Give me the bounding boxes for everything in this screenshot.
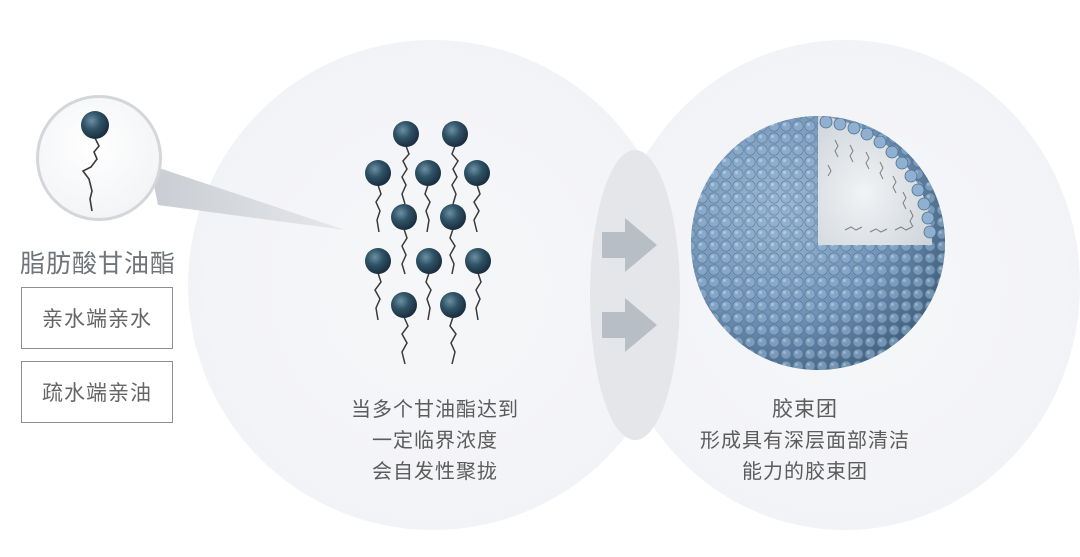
hydrophobic-end-label: 疏水端亲油 [21,361,173,423]
micelle-title: 胶束团 [772,397,838,421]
aggregation-caption-line-3: 会自发性聚拢 [372,459,498,483]
aggregation-caption-line-1: 当多个甘油酯达到 [351,397,519,421]
hydrophilic-end-label: 亲水端亲水 [21,287,173,349]
lipid-title: 脂肪酸甘油酯 [20,249,177,278]
hydrophobic-end-text: 疏水端亲油 [42,381,152,405]
aggregation-caption: 当多个甘油酯达到 一定临界浓度 会自发性聚拢 [300,394,570,487]
hydrophilic-end-text: 亲水端亲水 [42,307,152,331]
micelle-caption: 胶束团 形成具有深层面部清洁 能力的胶束团 [660,394,950,487]
aggregation-caption-line-2: 一定临界浓度 [372,428,498,452]
micelle-caption-line-1: 形成具有深层面部清洁 [700,428,910,452]
overlap-lens [590,150,680,440]
micelle-caption-line-2: 能力的胶束团 [742,459,868,483]
